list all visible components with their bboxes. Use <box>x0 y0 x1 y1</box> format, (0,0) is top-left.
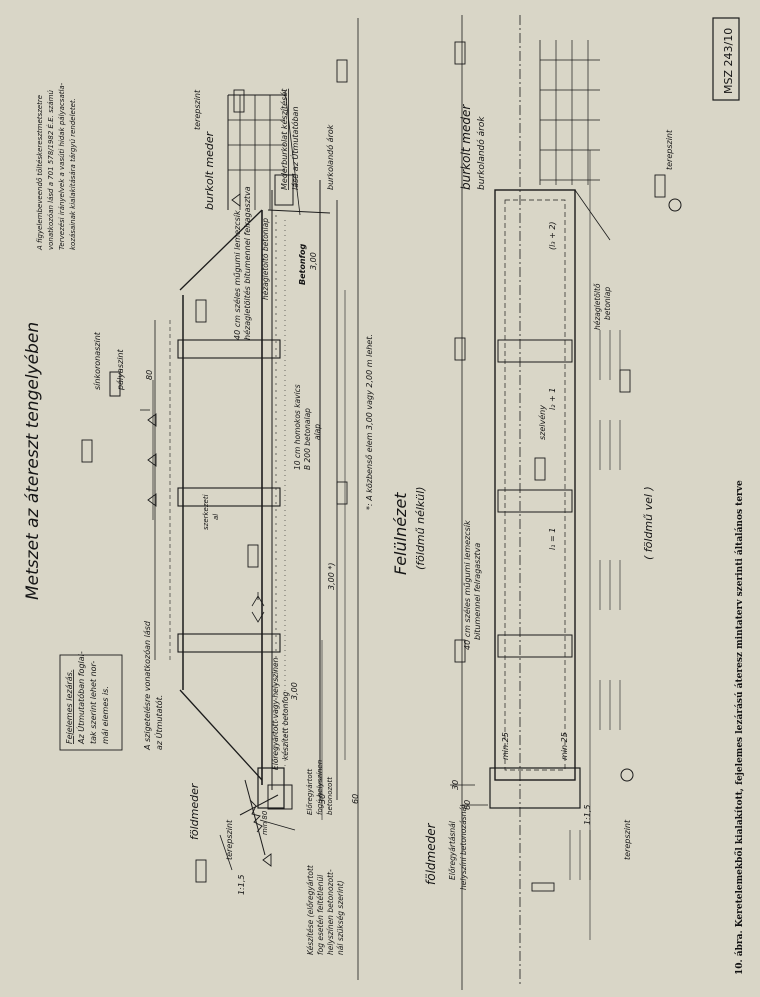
label-sinkoronaszint: sínkoronaszint <box>93 331 102 390</box>
note-box-line-4: mál elemes is. <box>101 686 110 744</box>
label-terepszint-right: terepszint <box>193 89 202 130</box>
kozbenso-note: *: A közbenső elem 3,00 vagy 2,00 m lehe… <box>365 334 374 510</box>
label-elore-hely-1: Előregyártott <box>305 769 314 815</box>
label-burkolt-meder-section: burkolt meder <box>203 130 216 210</box>
label-gyanta-3: alap <box>313 424 322 440</box>
label-szerkezeti-2: al <box>212 514 220 520</box>
label-palyaszint: pályaszint <box>116 349 125 392</box>
plan-title: Felülnézet <box>391 492 410 575</box>
label-elore-hely-3: betonozott <box>326 777 334 815</box>
label-dim-60: 60 <box>351 794 360 804</box>
plan-label-mugumi-2: bitumennel felragasztva <box>473 543 482 640</box>
label-elore-gyartott-1: Előregyártott vagy helyszínen <box>271 657 280 770</box>
plan-label-d30: 30 <box>451 780 460 790</box>
label-szerkezeti-1: szerkezeti <box>202 494 210 530</box>
plan-label-d60: 60 <box>463 800 472 810</box>
top-note-line-2: vonatkozóan lásd a 701 578/1982 É.E. szá… <box>46 89 55 250</box>
plan-view: Felülnézet (földmű nélkül) földmeder Elő… <box>391 15 682 990</box>
label-gyanta-2: B 200 betonalap <box>303 408 312 470</box>
top-note-line-4: kozásainak kialakítására tárgyú rendelet… <box>69 98 77 250</box>
meder-burkolat-note-1: Mederburkolat készítését <box>279 88 289 190</box>
top-note-line-1: A figyelembeveendő töltéskeresztmetszetr… <box>35 95 44 251</box>
plan-label-terepszint-a: terepszint <box>665 129 674 170</box>
label-slope-left: 1:1,5 <box>237 874 246 895</box>
plan-label-l2: l₂ + 1 <box>548 388 557 410</box>
label-elore-gyartott-2: készített betonfog <box>281 691 290 760</box>
note-box-line-1: Fejelemes lezárás. <box>65 670 74 744</box>
note-box-line-2: Az Útmutatóban foglal- <box>75 651 86 745</box>
section-view: Metszet az átereszt tengelyében Fejeleme… <box>23 18 374 980</box>
keszitese-note-2: fog esetén feltétlenül <box>316 874 325 955</box>
plan-label-hezag-2: betonlap <box>603 287 612 320</box>
plan-label-min25-b: min 25 <box>560 732 569 760</box>
plan-label-elore-2: helyszíni betonozásnál <box>459 804 468 890</box>
plan-label-foldmeder: földmeder <box>424 822 438 885</box>
szigeteles-note-2: az Útmutatót. <box>153 695 164 750</box>
label-mugumi-section-2: hézagletöltés bitumennel felragasztva <box>242 186 252 340</box>
plan-label-szelveny: szelvény <box>537 405 547 440</box>
label-gyanta-1: 10 cm homokos kavics <box>293 384 302 470</box>
plan-label-burkolt-meder: burkolt meder <box>459 104 473 190</box>
label-hezag-section: hézagletöltő betonlap <box>261 218 270 300</box>
label-dim-300-a: 3,00 <box>290 682 299 700</box>
plan-label-l1: l₁ = 1 <box>548 528 557 550</box>
figure-caption: 10. ábra. Keretelemekből kialakított, fe… <box>734 480 745 975</box>
top-note-line-3: Tervezési irányelvek a vasúti hidak pály… <box>58 82 66 250</box>
plan-label-burkolando-arok: burkolandó árok <box>476 116 487 190</box>
label-foldmeder-section: földmeder <box>188 782 201 840</box>
plan-label-hezag-1: hézagletöltő <box>593 283 602 330</box>
label-min80: min 80 <box>261 810 269 835</box>
stamp-box <box>712 17 740 101</box>
keszitese-note-3: helyszínen betonozott- <box>326 869 335 955</box>
label-dim-30: 30 <box>318 794 327 804</box>
meder-burkolat-note-2: lásd az Útmutatóban <box>289 106 300 190</box>
label-terepszint-left: terepszint <box>225 819 234 860</box>
plan-label-slope: 1:1,5 <box>583 804 592 825</box>
keszitese-note-1: Készítése (előregyártott <box>306 864 315 955</box>
plan-subtitle: (földmű nélkül) <box>414 486 427 570</box>
plan-label-foldmu: ( földmű vel ) <box>642 486 655 560</box>
label-dim-300-b: 3,00 *) <box>327 563 336 590</box>
label-mugumi-section-1: 40 cm széles műgumi lemezcsík <box>232 210 242 340</box>
stamp-text: MSZ 243/10 <box>722 28 735 94</box>
plan-label-l3: (l₃ + 2) <box>548 221 557 250</box>
szigeteles-note-1: A szigetelésre vonatkozóan lásd <box>142 620 152 751</box>
note-box-line-3: tak szerint lehet nor- <box>89 661 98 744</box>
plan-label-terepszint-b: terepszint <box>623 819 632 860</box>
label-dim-80: 80 <box>145 370 154 380</box>
plan-label-min25-a: min.25 <box>501 732 510 760</box>
plan-label-elore-1: Előregyártásnál <box>448 820 457 880</box>
label-betonfog-1: Betonfog <box>298 243 307 285</box>
section-title: Metszet az átereszt tengelyében <box>23 322 43 600</box>
label-elore-hely-2: fogú helyszínen <box>316 760 324 815</box>
keszitese-note-4: nál szükség szerint) <box>336 880 345 955</box>
plan-label-mugumi-1: 40 cm széles műgumi lemezcsík <box>462 520 472 650</box>
label-burkolando-arok-section: burkolandó árok <box>325 124 335 190</box>
label-betonfog-2: 3,00 <box>309 252 318 270</box>
